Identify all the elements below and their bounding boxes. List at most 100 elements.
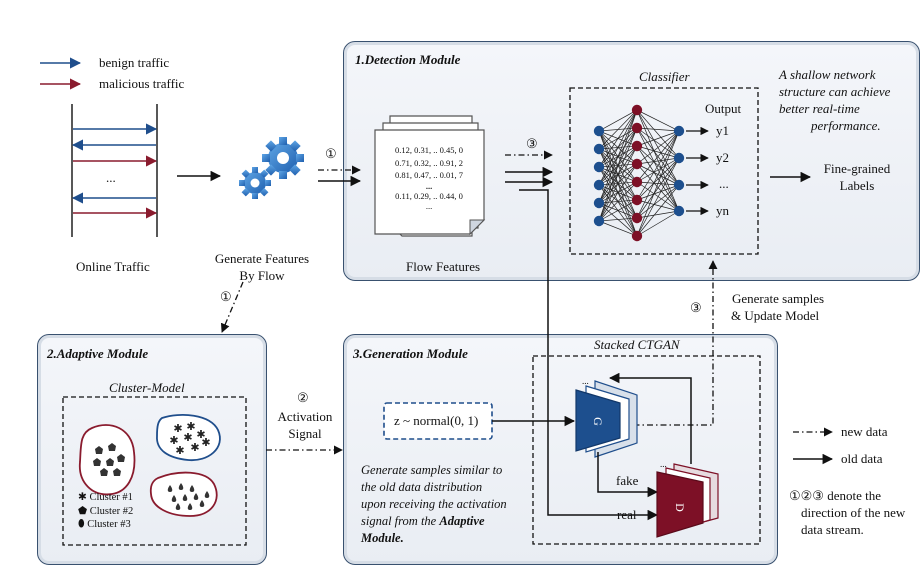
fake-label: fake: [616, 473, 639, 488]
arrow-to-adaptive: [220, 281, 244, 333]
nn-node: [631, 212, 643, 224]
legend-benign-label: benign traffic: [99, 55, 170, 70]
update-line1: Generate samples: [732, 291, 825, 306]
shallow-note-line: better real-time: [779, 101, 860, 116]
flow-row: 0.12, 0.31, .. 0.45, 0: [395, 145, 463, 155]
nn-edge: [636, 145, 680, 212]
online-traffic-diagram: [71, 104, 158, 237]
nn-edge: [598, 109, 638, 222]
cluster-star-mark: ✱: [201, 437, 210, 449]
cluster-drop-mark: [175, 503, 181, 510]
cluster-legend-3: ⬮ Cluster #3: [78, 519, 131, 530]
cluster-drop-mark: [182, 494, 188, 501]
nn-node: [631, 158, 643, 170]
update-line2: & Update Model: [731, 308, 820, 323]
cluster-hexagon-mark: [106, 458, 114, 466]
nn-node: [673, 179, 685, 191]
stacked-ctgan-label: Stacked CTGAN: [594, 337, 680, 352]
nn-edge: [636, 184, 680, 219]
online-traffic-dots: ...: [106, 170, 116, 185]
desc-line: Generate samples similar to: [361, 463, 503, 477]
output-label: Output: [705, 101, 742, 116]
generator-block: [575, 380, 638, 458]
shallow-note-line: A shallow network: [779, 67, 876, 82]
marker-one-side: ①: [220, 289, 232, 304]
legend-note-line: direction of the new: [801, 505, 906, 520]
cluster-model-label: Cluster-Model: [109, 380, 185, 395]
flow-row: 0.71, 0.32, .. 0.91, 2: [395, 157, 463, 168]
shallow-network-note: A shallow network structure can achieve …: [779, 66, 890, 134]
cluster-star-mark: ✱: [190, 442, 199, 454]
nn-edge: [598, 109, 638, 168]
cluster-hexagon-mark: [117, 454, 125, 462]
stacked-ctgan-box: [532, 355, 761, 545]
nn-node: [593, 125, 605, 137]
flow-row: 0.81, 0.47, .. 0.01, 7: [395, 170, 463, 180]
nn-edge: [636, 130, 680, 147]
nn-edge: [636, 130, 680, 201]
nn-edge: [598, 163, 638, 222]
arrow-old-data-to-discriminator: [519, 189, 659, 521]
cluster-blob-red-left: [79, 424, 136, 496]
fine-grained-line2: Labels: [839, 178, 875, 193]
legend-note-line: ①②③ denote the: [789, 488, 881, 503]
cluster-drop-mark: [167, 485, 173, 492]
nn-node: [631, 230, 643, 242]
legend-note: ①②③ denote the direction of the new data…: [789, 487, 905, 538]
shallow-note-line: structure can achieve: [779, 84, 891, 99]
desc-line: the old data distribution: [361, 480, 483, 494]
output-dots: ...: [719, 176, 729, 191]
cluster-legend-1: ✱ Cluster #1: [78, 492, 133, 503]
shallow-note-line: performance.: [811, 118, 881, 133]
nn-edge: [636, 127, 680, 212]
nn-node: [593, 215, 605, 227]
cluster-hexagon-mark: [100, 468, 108, 476]
flow-features-document-icon: [374, 115, 486, 237]
nn-node: [593, 143, 605, 155]
nn-node: [593, 197, 605, 209]
noise-label: z ~ normal(0, 1): [394, 413, 479, 428]
output-y2: y2: [716, 150, 729, 165]
nn-edge: [636, 157, 680, 237]
flow-row: ...: [425, 180, 433, 191]
legend-new-data-label: new data: [841, 424, 888, 439]
output-yn: yn: [716, 203, 729, 218]
nn-edge: [636, 184, 680, 201]
desc-line: signal from the Adaptive: [361, 514, 485, 528]
neural-network: [593, 104, 685, 242]
flow-row: 0.11, 0.29, .. 0.44, 0: [395, 190, 463, 201]
legend-old-data-label: old data: [841, 451, 883, 466]
gen-stack-dots: ...: [582, 376, 589, 386]
cluster-star-mark: ✱: [183, 432, 192, 444]
nn-edge: [598, 181, 638, 222]
classifier-label: Classifier: [639, 69, 690, 84]
generator-label: G: [590, 417, 605, 426]
nn-edge: [598, 217, 638, 222]
real-label: real: [617, 507, 637, 522]
generate-features-line1: Generate Features: [214, 251, 310, 266]
arrow-fake: [597, 452, 659, 498]
cluster-legend: ✱ Cluster #1 ⬟ Cluster #2 ⬮ Cluster #3: [78, 491, 133, 532]
desc-line: upon receiving the activation: [361, 497, 507, 511]
desc-line: Module.: [361, 531, 404, 545]
nn-edge: [598, 109, 638, 204]
discriminator-label: D: [672, 503, 687, 512]
cluster-drop-mark: [193, 493, 199, 500]
arrow-update-model: [620, 260, 718, 426]
nn-edge: [598, 109, 638, 186]
marker-two-activation: ②: [297, 390, 309, 405]
nn-edge: [598, 127, 638, 222]
nn-edge: [636, 210, 680, 219]
detection-module-title: 1.Detection Module: [355, 52, 461, 67]
cluster-hexagon-mark: [108, 443, 116, 451]
marker-one-top: ①: [325, 146, 337, 161]
nn-node: [631, 122, 643, 134]
activation-line1: Activation: [277, 409, 333, 424]
nn-edge: [598, 145, 638, 222]
adaptive-module-title: 2.Adaptive Module: [47, 346, 149, 361]
nn-edge: [636, 199, 680, 212]
generation-description: Generate samples similar to the old data…: [361, 462, 507, 547]
cluster-model-box: [62, 396, 247, 546]
legend-malicious-label: malicious traffic: [99, 76, 185, 91]
